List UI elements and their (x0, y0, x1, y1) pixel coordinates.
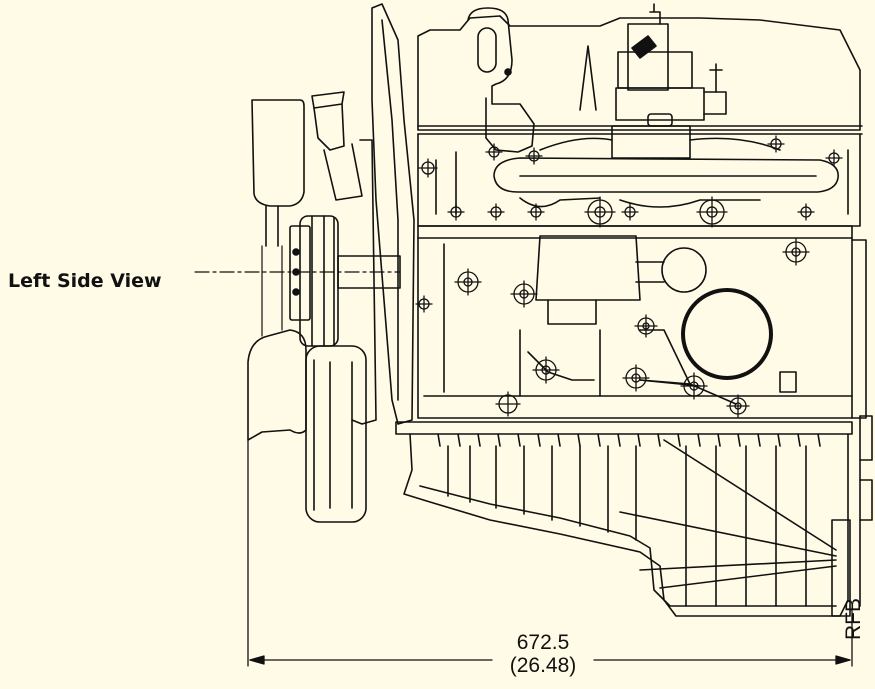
water-outlet (311, 91, 363, 201)
sensor-cluster (615, 3, 727, 127)
intake-manifold (493, 125, 839, 193)
bolt-symbols (415, 135, 843, 418)
valve-cover (417, 15, 863, 135)
dimension-imperial: (26.48) (509, 654, 577, 677)
fan-blade (247, 99, 307, 441)
view-label: Left Side View (8, 270, 162, 292)
cylinder-head (417, 133, 861, 227)
rear-flange (859, 415, 873, 607)
pulley-assembly (289, 215, 401, 523)
cylinder-block (417, 225, 867, 419)
lifting-bracket (467, 7, 535, 153)
dimension-line (247, 439, 853, 667)
timing-cover (351, 3, 415, 425)
dimension-metric: 672.5 (516, 631, 570, 654)
drawing-code: RFB (842, 598, 865, 640)
oil-pan (395, 421, 853, 617)
